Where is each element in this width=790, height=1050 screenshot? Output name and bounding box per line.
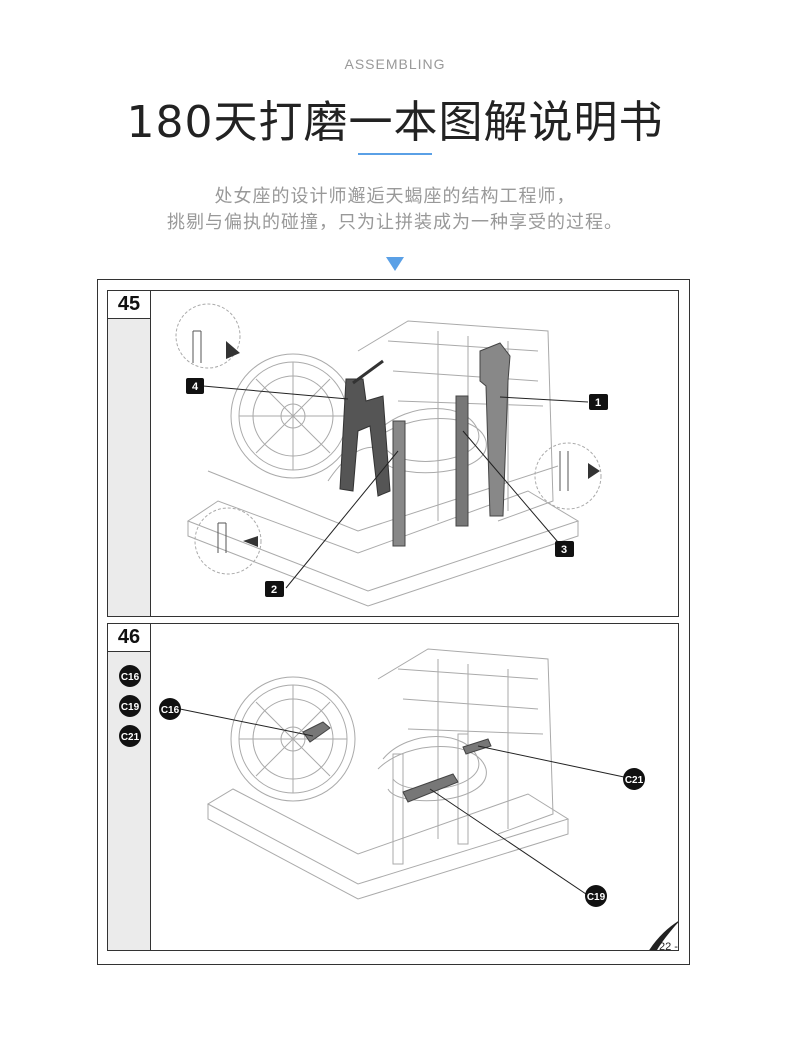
part-c19: C19 [121, 702, 140, 713]
step-number: 46 [108, 624, 151, 652]
subtitle-line-2: 挑剔与偏执的碰撞，只为让拼装成为一种享受的过程。 [167, 212, 623, 233]
callout-3: 3 [561, 544, 567, 556]
step-45-illustration: 4 1 3 2 [175, 303, 608, 607]
down-arrow-icon [386, 257, 404, 271]
callout-c19: C19 [587, 892, 606, 903]
callout-c16: C16 [161, 705, 180, 716]
callout-1: 1 [595, 397, 601, 409]
step-46-panel: 46 C16 C19 C21 [107, 623, 679, 951]
step-45-panel: 45 [107, 290, 679, 617]
subtitle-line-1: 处女座的设计师邂逅天蝎座的结构工程师， [214, 186, 576, 207]
step-number: 45 [108, 291, 151, 319]
part-c21: C21 [121, 732, 140, 743]
step-46-illustration: C16 C19 C21 [119, 648, 678, 950]
title-divider [358, 153, 432, 155]
page-title: 180天打磨一本图解说明书 [126, 97, 664, 148]
callout-c21: C21 [625, 775, 644, 786]
parts-sidebar [108, 319, 151, 616]
page-number: 22 - [659, 941, 678, 953]
part-c16: C16 [121, 672, 140, 683]
callout-2: 2 [271, 584, 277, 596]
callout-4: 4 [192, 381, 199, 393]
section-eyebrow: ASSEMBLING [344, 56, 446, 72]
